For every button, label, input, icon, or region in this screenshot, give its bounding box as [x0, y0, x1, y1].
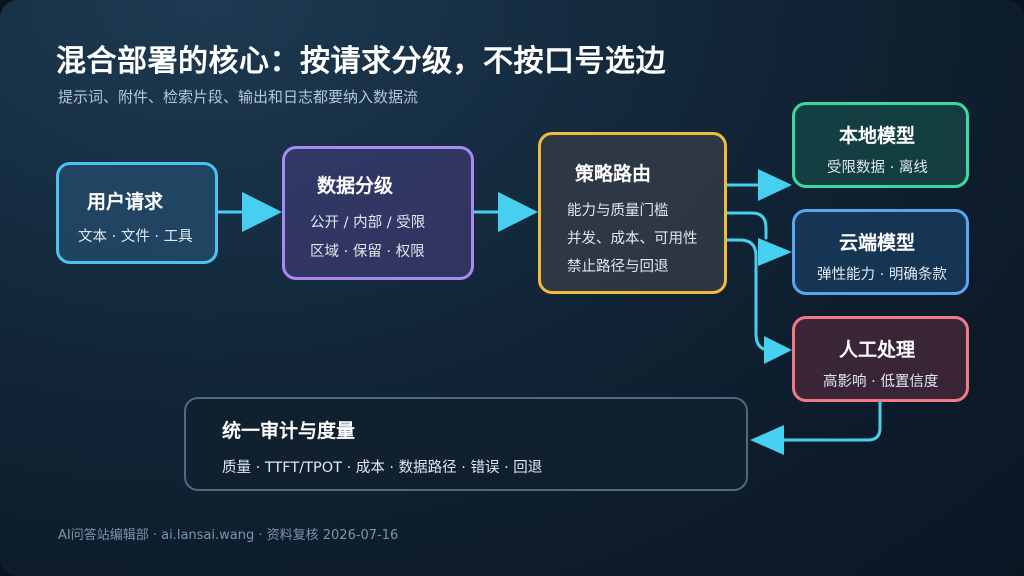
arrow-request-to-classify-head	[242, 192, 282, 232]
node-local-model-title: 本地模型	[839, 125, 916, 147]
node-data-classification-line-1: 公开 / 内部 / 受限	[310, 215, 426, 231]
arrow-routing-to-human-head	[764, 336, 792, 364]
arrow-routing-to-cloud-head	[758, 238, 792, 266]
node-data-classification-line-2: 区域 · 保留 · 权限	[310, 244, 425, 260]
node-human-handling-title: 人工处理	[839, 339, 916, 361]
page-subtitle: 提示词、附件、检索片段、输出和日志都要纳入数据流	[58, 88, 419, 106]
page-title: 混合部署的核心：按请求分级，不按口号选边	[56, 44, 666, 79]
arrow-human-to-audit-head	[750, 425, 784, 455]
node-unified-audit-title: 统一审计与度量	[222, 420, 356, 442]
node-user-request-line: 文本 · 文件 · 工具	[78, 229, 193, 245]
arrow-routing-to-cloud-line	[725, 211, 768, 240]
arrow-human-to-audit-line	[780, 400, 882, 442]
node-cloud-model: 云端模型 弹性能力 · 明确条款	[792, 209, 969, 295]
footer-credit: AI问答站编辑部 · ai.lansai.wang · 资料复核 2026-07…	[58, 528, 399, 543]
node-policy-routing-line-1: 能力与质量门槛	[567, 203, 669, 219]
node-human-handling-line: 高影响 · 低置信度	[823, 374, 939, 390]
node-policy-routing-line-2: 并发、成本、可用性	[567, 231, 698, 247]
arrow-routing-to-local-head	[758, 169, 792, 201]
node-human-handling: 人工处理 高影响 · 低置信度	[792, 316, 969, 402]
node-policy-routing-title: 策略路由	[575, 163, 652, 185]
node-policy-routing: 策略路由 能力与质量门槛 并发、成本、可用性 禁止路径与回退	[538, 132, 727, 294]
node-policy-routing-line-3: 禁止路径与回退	[567, 259, 669, 275]
node-local-model: 本地模型 受限数据 · 离线	[792, 102, 969, 188]
node-data-classification: 数据分级 公开 / 内部 / 受限 区域 · 保留 · 权限	[282, 146, 474, 280]
node-unified-audit-line: 质量 · TTFT/TPOT · 成本 · 数据路径 · 错误 · 回退	[222, 460, 543, 476]
node-cloud-model-line: 弹性能力 · 明确条款	[817, 267, 947, 283]
node-local-model-line: 受限数据 · 离线	[827, 160, 928, 176]
node-user-request: 用户请求 文本 · 文件 · 工具	[56, 162, 218, 264]
node-unified-audit: 统一审计与度量 质量 · TTFT/TPOT · 成本 · 数据路径 · 错误 …	[184, 397, 748, 491]
node-user-request-title: 用户请求	[87, 191, 164, 213]
arrow-classify-to-routing-head	[498, 192, 538, 232]
node-cloud-model-title: 云端模型	[839, 232, 916, 254]
node-data-classification-title: 数据分级	[317, 175, 394, 197]
arrow-routing-to-human-line	[725, 238, 772, 352]
